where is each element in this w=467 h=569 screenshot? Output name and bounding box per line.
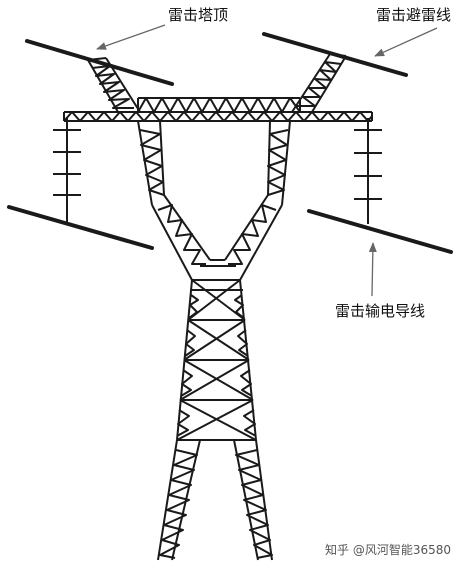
- arrow-ground-wire: [374, 27, 438, 57]
- right-peak: [291, 53, 347, 113]
- label-ground-wire: 雷击避雷线: [376, 6, 452, 24]
- upper-truss: [137, 97, 301, 113]
- watermark: 知乎 @风河智能36580: [325, 543, 451, 557]
- neck-truss: [151, 194, 283, 281]
- tower-legs: [157, 439, 273, 561]
- left-insulator-string: [53, 118, 81, 222]
- left-conductor: [7, 205, 154, 250]
- label-tower-top: 雷击塔顶: [168, 6, 229, 24]
- arrow-conductor: [368, 242, 377, 297]
- waist-right: [267, 120, 291, 206]
- tower-body: [176, 279, 257, 441]
- arrow-tower-top: [96, 24, 166, 50]
- cross-arm: [63, 111, 373, 122]
- right-conductor: [307, 209, 453, 254]
- label-conductor: 雷击输电导线: [335, 302, 426, 320]
- left-ground-wire: [25, 39, 174, 86]
- lattice-tower: [63, 53, 373, 561]
- left-peak: [87, 57, 141, 113]
- right-insulator-string: [354, 118, 382, 224]
- waist-left: [137, 120, 165, 206]
